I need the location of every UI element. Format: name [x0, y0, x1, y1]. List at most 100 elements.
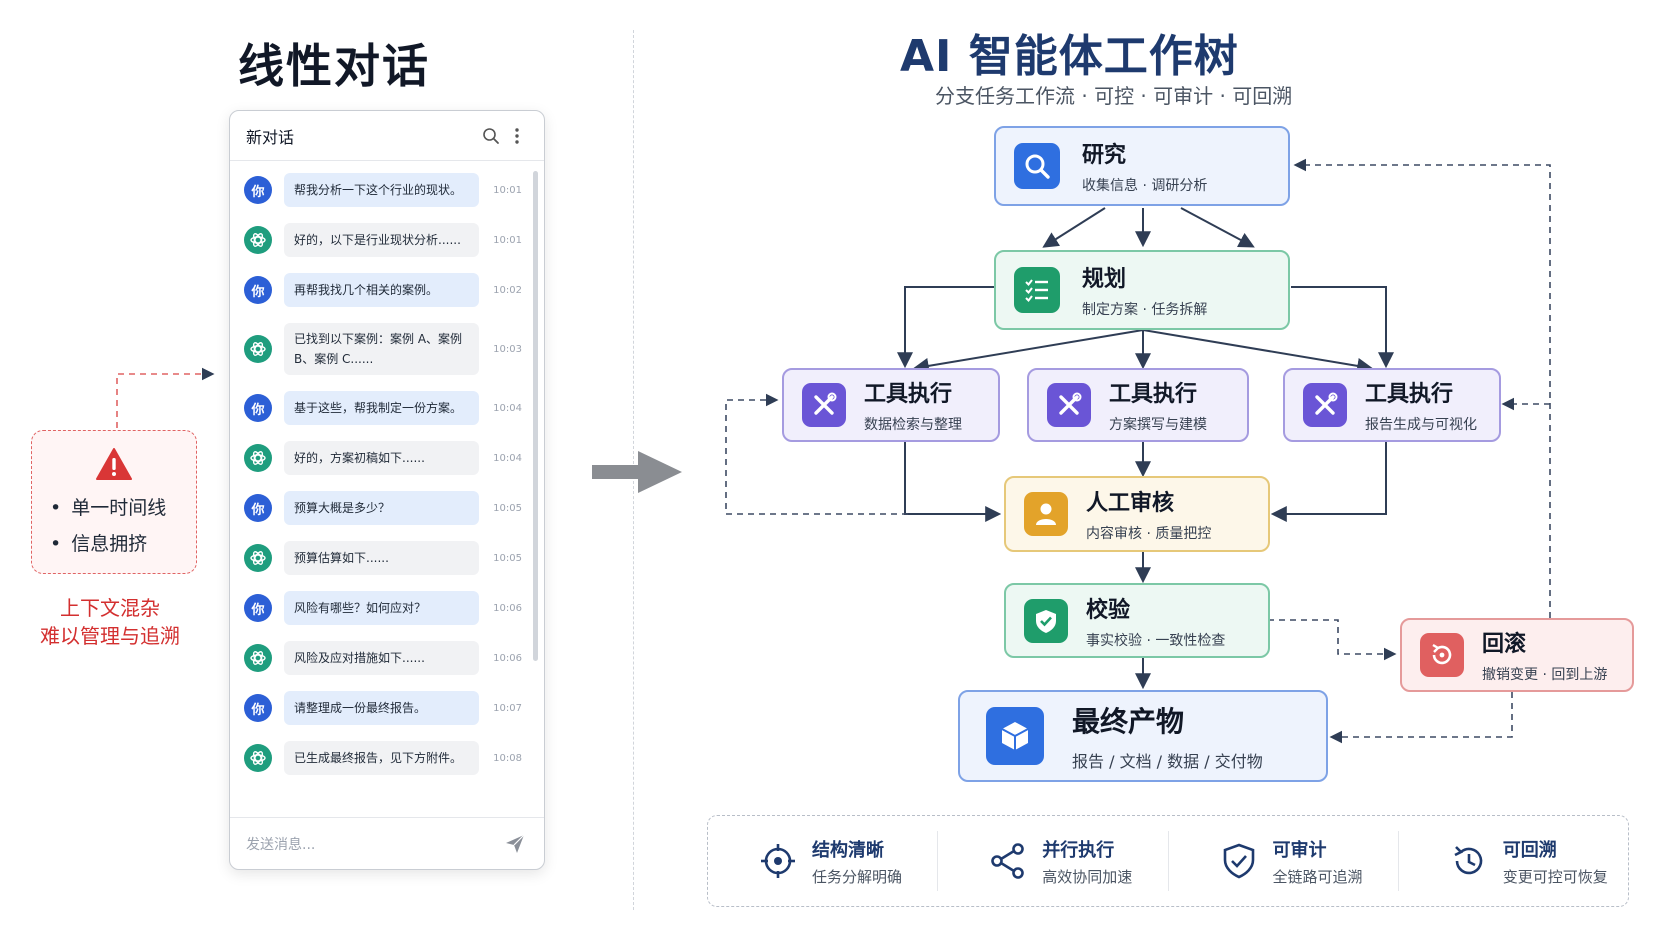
node-rollback-sub: 撤销变更 · 回到上游 — [1482, 667, 1608, 683]
node-rollback[interactable]: 回滚 撤销变更 · 回到上游 — [1400, 618, 1634, 692]
chat-message[interactable]: 已生成最终报告，见下方附件。 10:08 — [244, 741, 522, 775]
feature-traceback: 可回溯 变更可控可恢复 — [1397, 831, 1628, 891]
chat-message[interactable]: 已找到以下案例：案例 A、案例 B、案例 C......10:03 — [244, 323, 522, 375]
node-tool-2-sub: 方案撰写与建模 — [1109, 417, 1207, 433]
node-research-sub: 收集信息 · 调研分析 — [1082, 178, 1208, 194]
node-rollback-title: 回滚 — [1482, 632, 1527, 657]
feature-parallel-sub: 高效协同加速 — [1042, 867, 1133, 886]
edge-rollback-research — [1293, 158, 1551, 618]
message-text: 基于这些，帮我制定一份方案。 — [284, 391, 479, 425]
assistant-avatar — [244, 544, 272, 572]
node-plan[interactable]: 规划 制定方案 · 任务拆解 — [994, 250, 1290, 330]
node-verify-title: 校验 — [1086, 597, 1131, 623]
node-tool-1[interactable]: 工具执行 数据检索与整理 — [782, 368, 1000, 442]
message-text: 请整理成一份最终报告。 — [284, 691, 479, 725]
user-avatar: 你 — [244, 494, 272, 522]
assistant-avatar — [244, 744, 272, 772]
user-avatar: 你 — [244, 394, 272, 422]
message-text: 风险有哪些？如何应对？ — [284, 591, 479, 625]
message-text: 风险及应对措施如下...... — [284, 641, 479, 675]
chat-message[interactable]: 你预算大概是多少？ 10:05 — [244, 491, 522, 525]
edge-verify-rollback — [1268, 619, 1397, 661]
message-time: 10:06 — [493, 652, 522, 664]
edge-plan-tool1-outer — [897, 286, 995, 369]
chat-scrollbar[interactable] — [533, 171, 538, 661]
node-verify[interactable]: 校验 事实校验 · 一致性检查 — [1004, 583, 1270, 658]
chat-header: 新对话 — [230, 111, 544, 161]
node-research-title: 研究 — [1082, 143, 1127, 168]
person-icon — [1024, 492, 1068, 536]
chat-message[interactable]: 好的，方案初稿如下......10:04 — [244, 441, 522, 475]
node-final-title: 最终产物 — [1072, 705, 1185, 738]
message-input[interactable]: 发送消息... — [246, 836, 316, 853]
message-time: 10:08 — [493, 752, 522, 764]
more-icon[interactable] — [504, 123, 530, 149]
tools-icon — [802, 383, 846, 427]
feature-structure: 结构清晰 任务分解明确 — [708, 831, 937, 891]
worktree-subtitle: 分支任务工作流 · 可控 · 可审计 · 可回溯 — [935, 84, 1293, 108]
chat-message[interactable]: 你请整理成一份最终报告。10:07 — [244, 691, 522, 725]
checklist-icon — [1014, 267, 1060, 313]
node-tool-3-sub: 报告生成与可视化 — [1365, 417, 1477, 433]
edge-plan-tool1 — [912, 329, 1144, 374]
message-time: 10:05 — [493, 502, 522, 514]
node-tool-2-title: 工具执行 — [1109, 382, 1198, 407]
warning-caption-2: 难以管理与追溯 — [40, 624, 180, 648]
feature-parallel-title: 并行执行 — [1042, 839, 1115, 861]
shield-check-icon — [1024, 598, 1068, 643]
chat-message[interactable]: 你基于这些，帮我制定一份方案。10:04 — [244, 391, 522, 425]
search-icon — [1014, 143, 1060, 189]
assistant-logo-icon — [250, 342, 266, 356]
cube-icon — [986, 707, 1044, 765]
send-icon[interactable] — [502, 831, 528, 857]
assistant-avatar — [244, 226, 272, 254]
warning-icon — [95, 447, 133, 485]
chat-footer: 发送消息... — [230, 817, 544, 869]
warning-box: 单一时间线 信息拥挤 — [31, 430, 197, 574]
user-avatar: 你 — [244, 276, 272, 304]
message-text: 已生成最终报告，见下方附件。 — [284, 741, 479, 775]
feature-audit-title: 可审计 — [1272, 839, 1327, 861]
message-time: 10:04 — [493, 452, 522, 464]
edge-research-plan-right — [1180, 207, 1255, 248]
node-tool-1-sub: 数据检索与整理 — [864, 417, 962, 433]
node-tool-2[interactable]: 工具执行 方案撰写与建模 — [1027, 368, 1249, 442]
share-icon — [988, 841, 1028, 881]
chat-message[interactable]: 预算估算如下......10:05 — [244, 541, 522, 575]
message-text: 好的，以下是行业现状分析...... — [284, 223, 479, 257]
node-final-sub: 报告 / 文档 / 数据 / 交付物 — [1072, 752, 1263, 771]
chat-window: 新对话 你帮我分析一下这个行业的现状。10:01 好的，以下是行业现状分析....… — [229, 110, 545, 870]
assistant-avatar — [244, 444, 272, 472]
node-tool-3[interactable]: 工具执行 报告生成与可视化 — [1283, 368, 1501, 442]
tools-icon — [1047, 383, 1091, 427]
search-icon[interactable] — [478, 123, 504, 149]
edge-tool1-review — [904, 442, 1002, 522]
message-text: 再帮我找几个相关的案例。 — [284, 273, 479, 307]
user-avatar: 你 — [244, 594, 272, 622]
chat-message[interactable]: 你再帮我找几个相关的案例。10:02 — [244, 273, 522, 307]
feature-traceback-title: 可回溯 — [1502, 839, 1557, 861]
chat-message[interactable]: 你风险有哪些？如何应对？10:06 — [244, 591, 522, 625]
linear-chat-title: 线性对话 — [238, 39, 430, 93]
node-final[interactable]: 最终产物 报告 / 文档 / 数据 / 交付物 — [958, 690, 1328, 782]
assistant-avatar — [244, 335, 272, 363]
node-research[interactable]: 研究 收集信息 · 调研分析 — [994, 126, 1290, 206]
history-icon — [1449, 841, 1489, 881]
chat-message[interactable]: 好的，以下是行业现状分析......10:01 — [244, 223, 522, 257]
message-text: 预算大概是多少？ — [284, 491, 479, 525]
edge-tool3-review — [1270, 442, 1387, 522]
warning-caption-1: 上下文混杂 — [60, 596, 160, 620]
warning-item-info-crowded: 信息拥挤 — [50, 529, 147, 556]
node-review[interactable]: 人工审核 内容审核 · 质量把控 — [1004, 476, 1270, 552]
worktree-title: AI 智能体工作树 — [900, 31, 1239, 82]
chat-message[interactable]: 你帮我分析一下这个行业的现状。10:01 — [244, 173, 522, 207]
assistant-logo-icon — [250, 451, 266, 465]
node-verify-sub: 事实校验 · 一致性检查 — [1086, 632, 1226, 649]
transition-arrow — [592, 451, 682, 493]
target-icon — [758, 841, 798, 881]
chat-message[interactable]: 风险及应对措施如下...... 10:06 — [244, 641, 522, 675]
edge-rollback-final — [1329, 692, 1513, 744]
warning-to-chat-arrow — [116, 367, 215, 428]
